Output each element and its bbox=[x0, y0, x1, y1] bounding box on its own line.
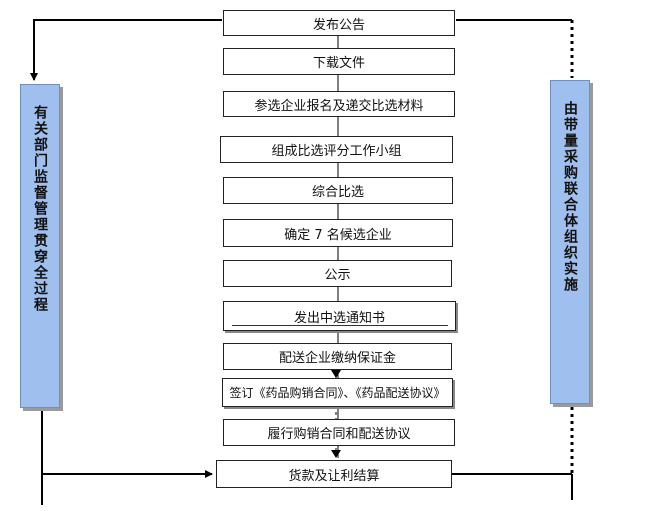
step-confirm-candidates: 确定 7 名候选企业 bbox=[223, 219, 453, 247]
step-public-notice: 公示 bbox=[223, 260, 452, 287]
right-panel-label: 由带量采购联合体组织实施 bbox=[562, 101, 578, 293]
left-panel-label: 有关部门监督管理贯穿全过程 bbox=[32, 105, 48, 313]
step-issue-notification: 发出中选通知书 bbox=[223, 301, 456, 331]
step-publish-notice: 发布公告 bbox=[223, 10, 455, 36]
left-top-connector bbox=[30, 19, 222, 81]
step-settlement: 货款及让利结算 bbox=[216, 460, 452, 488]
spine-arrow-mid bbox=[331, 370, 341, 378]
left-supervision-panel: 有关部门监督管理贯穿全过程 bbox=[20, 84, 60, 408]
step-register-submit: 参选企业报名及递交比选材料 bbox=[223, 91, 455, 117]
step-download-files: 下载文件 bbox=[223, 48, 455, 75]
step-comprehensive-selection: 综合比选 bbox=[223, 177, 453, 204]
step-pay-deposit: 配送企业缴纳保证金 bbox=[223, 343, 452, 370]
step-sign-contracts: 签订《药品购销合同》、《药品配送协议》 bbox=[222, 378, 453, 407]
step-form-scoring-group: 组成比选评分工作小组 bbox=[220, 136, 453, 163]
spine-arrow-bottom bbox=[331, 450, 341, 458]
notification-underline bbox=[232, 325, 448, 326]
right-implementation-panel: 由带量采购联合体组织实施 bbox=[550, 80, 590, 404]
step-fulfill-contracts: 履行购销合同和配送协议 bbox=[223, 419, 455, 446]
